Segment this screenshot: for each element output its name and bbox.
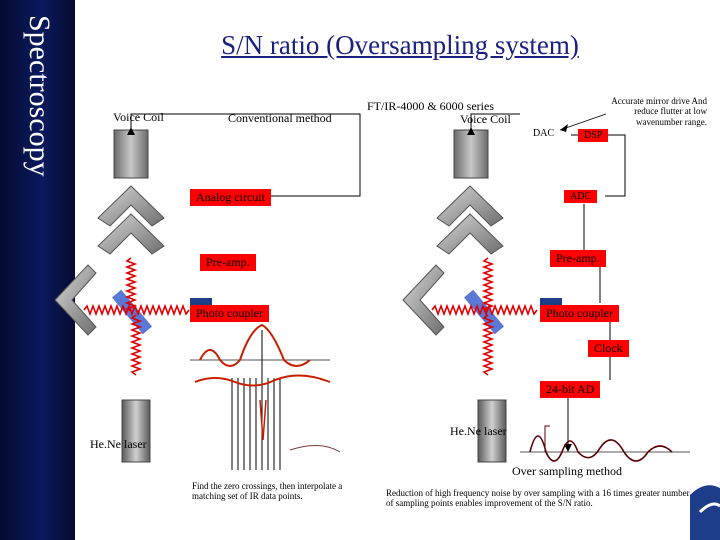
right-laser-beam-vertical xyxy=(481,314,495,376)
left-fixed-mirror xyxy=(54,264,97,336)
left-caption: Find the zero crossings, then interpolat… xyxy=(192,481,343,502)
page-title: S/N ratio (Oversampling system) xyxy=(221,30,579,60)
right-caption: Reduction of high frequency noise by ove… xyxy=(386,488,690,509)
corner-logo-icon xyxy=(690,485,720,540)
left-preamp-box: Pre-amp. xyxy=(200,254,256,271)
right-photo-coupler-box: Photo coupler xyxy=(540,305,619,322)
right-clock-box: Clock xyxy=(588,340,629,357)
right-fixed-mirror xyxy=(402,264,445,336)
right-note: Accurate mirror drive And reduce flutter… xyxy=(611,96,707,127)
right-oversampling-chart xyxy=(520,425,690,462)
right-signal-beam-vertical xyxy=(481,257,495,312)
left-voice-coil xyxy=(113,129,149,179)
left-analog-circuit-box: Analog circuit xyxy=(190,189,271,206)
left-waveform-chart xyxy=(190,323,341,470)
left-method-label: Conventional method xyxy=(228,111,332,125)
right-preamp-box: Pre-amp. xyxy=(550,250,606,267)
left-laser-beam-vertical xyxy=(129,314,143,376)
left-laser-source xyxy=(121,399,151,463)
left-voice-coil-label: Voice Coil xyxy=(113,110,164,124)
right-ad-box: 24-bit AD xyxy=(540,381,601,398)
left-feedback-arrow xyxy=(130,113,361,197)
right-dac-label: DAC xyxy=(533,128,555,139)
right-method-label: Over sampling method xyxy=(512,464,622,478)
sidebar-title-text: Spectroscopy xyxy=(23,15,56,177)
left-beam-horizontal xyxy=(83,303,190,317)
right-voice-coil xyxy=(453,129,489,179)
right-beam-horizontal xyxy=(431,303,538,317)
right-feedback-loop xyxy=(470,113,520,130)
right-beam-splitter xyxy=(463,289,505,335)
left-photo-coupler-box: Photo coupler xyxy=(190,305,269,322)
right-adc-box: ADC xyxy=(564,190,598,203)
right-dsp-box: DSP xyxy=(578,129,609,142)
sidebar-title: Spectroscopy xyxy=(23,15,56,177)
left-moving-mirror xyxy=(97,185,165,255)
right-laser-source xyxy=(477,399,507,463)
right-voice-coil-label: Voice Coil xyxy=(460,112,511,126)
right-series-label: FT/IR-4000 & 6000 series xyxy=(367,99,494,113)
right-moving-mirror xyxy=(436,185,504,255)
left-laser-label: He.Ne laser xyxy=(90,437,147,451)
right-laser-label: He.Ne laser xyxy=(450,424,507,438)
left-signal-beam-vertical xyxy=(124,257,138,312)
sidebar: Spectroscopy xyxy=(0,0,75,540)
